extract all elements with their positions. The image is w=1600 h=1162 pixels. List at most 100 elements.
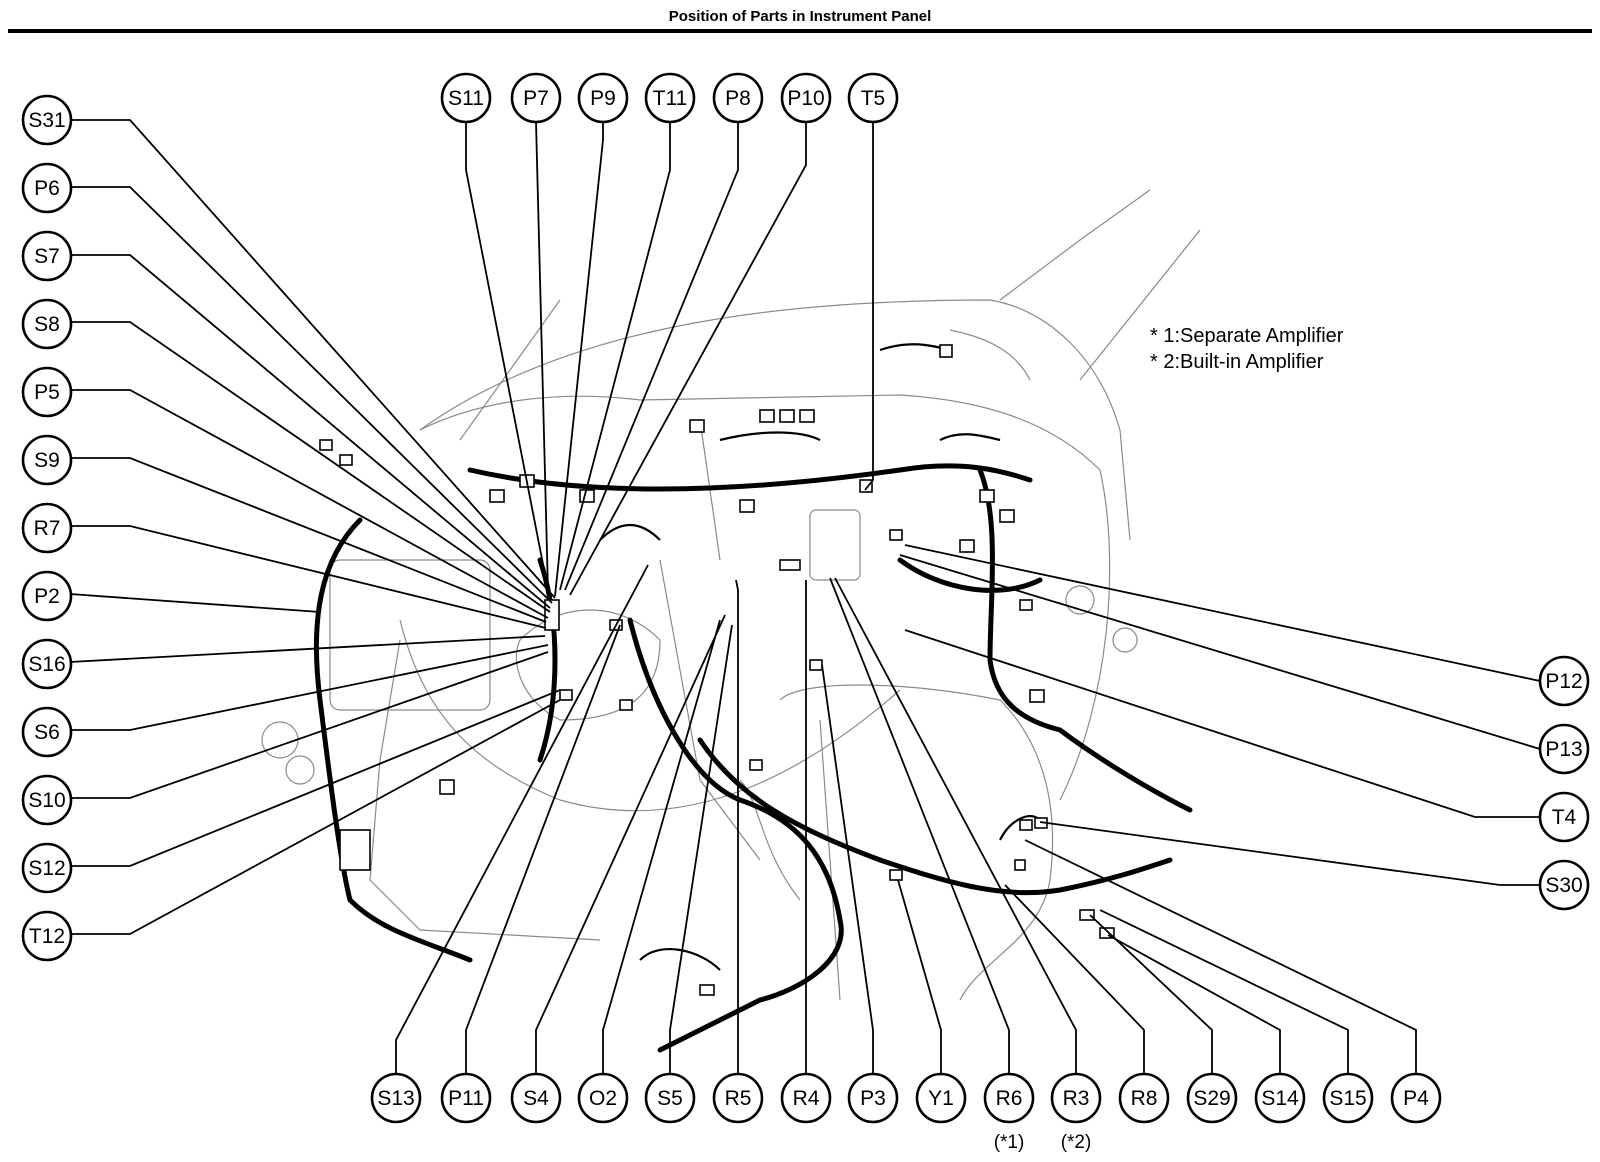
callout-s10: S10	[21, 774, 73, 826]
callout-s7: S7	[21, 230, 73, 282]
callout-label: S30	[1545, 874, 1582, 897]
callout-r3: R3	[1050, 1072, 1102, 1124]
callout-circle	[915, 1072, 967, 1124]
callout-circle	[1118, 1072, 1170, 1124]
callout-p13: P13	[1538, 723, 1590, 775]
instrument-panel-outline	[261, 189, 1201, 1001]
callout-label: P8	[725, 87, 751, 110]
callout-circle	[1254, 1072, 1306, 1124]
callout-circle	[847, 72, 899, 124]
callout-p9: P9	[577, 72, 629, 124]
callout-circle	[1322, 1072, 1374, 1124]
title-rule	[8, 29, 1592, 33]
callouts-top: S11 P7 P9 T11 P8 P10 T5	[440, 72, 899, 124]
callout-r6: R6	[983, 1072, 1035, 1124]
callout-circle	[644, 72, 696, 124]
callout-circle	[1538, 723, 1590, 775]
callout-circle	[21, 162, 73, 214]
callout-label: R4	[793, 1087, 820, 1110]
callout-label: P3	[860, 1087, 886, 1110]
callout-label: S11	[448, 87, 484, 110]
callout-s12: S12	[21, 842, 73, 894]
callout-s30: S30	[1538, 859, 1590, 911]
callout-circle	[21, 434, 73, 486]
callout-circle	[510, 1072, 562, 1124]
callout-label: S7	[34, 245, 60, 268]
callout-label: R5	[725, 1087, 752, 1110]
callout-r8: R8	[1118, 1072, 1170, 1124]
callout-label: P5	[34, 381, 60, 404]
callout-r4: R4	[780, 1072, 832, 1124]
callout-circle	[983, 1072, 1035, 1124]
callout-p11: P11	[440, 1072, 492, 1124]
callout-label: S16	[28, 653, 65, 676]
callout-s29: S29	[1186, 1072, 1238, 1124]
callout-s16: S16	[21, 638, 73, 690]
callout-circle	[712, 1072, 764, 1124]
callout-label: S8	[34, 313, 60, 336]
callout-circle	[1186, 1072, 1238, 1124]
callout-circle	[510, 72, 562, 124]
callout-circle	[21, 570, 73, 622]
callout-p2: P2	[21, 570, 73, 622]
callout-label: P7	[523, 87, 549, 110]
callout-circle	[440, 72, 492, 124]
callout-circle	[847, 1072, 899, 1124]
callout-label: S6	[34, 721, 60, 744]
callout-r7: R7	[21, 502, 73, 554]
callout-circle	[21, 638, 73, 690]
callout-s31: S31	[21, 94, 73, 146]
footnote-separate-amplifier: * 1:Separate Amplifier	[1150, 325, 1344, 347]
callout-label: S31	[28, 109, 65, 132]
callout-label: T11	[653, 87, 688, 110]
callout-t12: T12	[21, 910, 73, 962]
connector-blocks	[319, 344, 1115, 996]
callout-circle	[440, 1072, 492, 1124]
callout-circle	[780, 72, 832, 124]
callout-label: S9	[34, 449, 60, 472]
callout-circle	[21, 94, 73, 146]
callout-s5: S5	[644, 1072, 696, 1124]
callout-s6: S6	[21, 706, 73, 758]
callout-label: S13	[377, 1087, 414, 1110]
callout-t11: T11	[644, 72, 696, 124]
callout-p3: P3	[847, 1072, 899, 1124]
callout-label: S29	[1193, 1087, 1230, 1110]
callout-label: P10	[787, 87, 824, 110]
callout-s14: S14	[1254, 1072, 1306, 1124]
callout-p8: P8	[712, 72, 764, 124]
callout-circle	[1390, 1072, 1442, 1124]
callout-label: S4	[523, 1087, 549, 1110]
callout-s4: S4	[510, 1072, 562, 1124]
callout-r5: R5	[712, 1072, 764, 1124]
callout-t4: T4	[1538, 791, 1590, 843]
callout-s11: S11	[440, 72, 492, 124]
leader-lines	[69, 119, 1541, 1095]
callout-label: T4	[1552, 806, 1577, 829]
callout-label: P4	[1403, 1087, 1429, 1110]
callout-circle	[1538, 655, 1590, 707]
callout-p5: P5	[21, 366, 73, 418]
callout-label: R6	[996, 1087, 1023, 1110]
callout-circle	[1538, 791, 1590, 843]
callout-label: P13	[1545, 738, 1582, 761]
callout-sublabel-r3: (*2)	[1061, 1132, 1092, 1153]
callout-label: Y1	[928, 1087, 954, 1110]
callout-label: S14	[1261, 1087, 1299, 1110]
callout-p7: P7	[510, 72, 562, 124]
callout-s9: S9	[21, 434, 73, 486]
callout-label: T12	[29, 925, 65, 948]
callout-s15: S15	[1322, 1072, 1374, 1124]
callout-circle	[21, 774, 73, 826]
callout-circle	[712, 72, 764, 124]
callout-label: T5	[861, 87, 886, 110]
callout-circle	[370, 1072, 422, 1124]
callout-label: O2	[589, 1087, 617, 1110]
callout-circle	[21, 230, 73, 282]
callout-label: S10	[28, 789, 65, 812]
callout-label: P2	[34, 585, 60, 608]
callout-o2: O2	[577, 1072, 629, 1124]
callout-y1: Y1	[915, 1072, 967, 1124]
